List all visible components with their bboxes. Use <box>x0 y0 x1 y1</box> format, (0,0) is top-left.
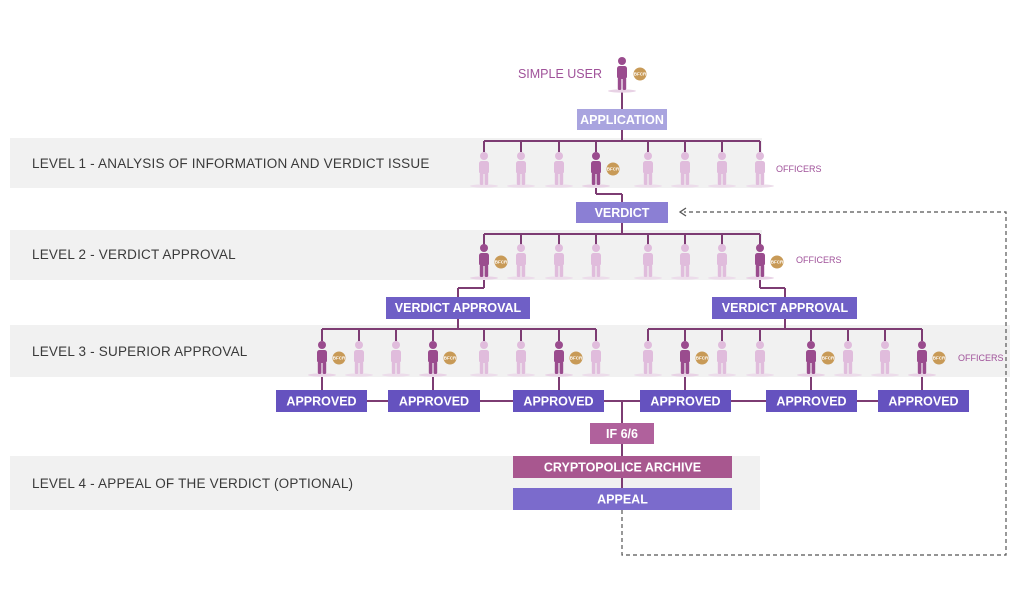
svg-text:BFCR: BFCR <box>570 356 583 361</box>
person-icon <box>507 244 535 280</box>
person-icon: BFCR <box>545 341 583 377</box>
person-icon: BFCR <box>419 341 457 377</box>
person-icon <box>507 341 535 377</box>
svg-text:BFCR: BFCR <box>333 356 346 361</box>
person-icon <box>708 152 736 188</box>
person-icon: BFCR <box>582 152 620 188</box>
connectors <box>321 92 923 489</box>
person-icon <box>345 341 373 377</box>
level1-label: LEVEL 1 - ANALYSIS OF INFORMATION AND VE… <box>32 156 430 171</box>
person-icon <box>708 244 736 280</box>
appeal-box: APPEAL <box>513 488 732 510</box>
officers-label-level2: OFFICERS <box>796 255 842 265</box>
approved-box-4: APPROVED <box>640 390 731 412</box>
application-label: APPLICATION <box>580 113 664 127</box>
level3-officers-left: BFCR BFCR BFCR <box>308 341 610 377</box>
svg-text:BFCR: BFCR <box>696 356 709 361</box>
officers-label-level3: OFFICERS <box>958 353 1004 363</box>
person-icon <box>671 244 699 280</box>
officers-label-level1: OFFICERS <box>776 164 822 174</box>
person-icon <box>871 341 899 377</box>
approved-label: APPROVED <box>650 395 720 409</box>
person-icon: BFCR <box>470 244 508 280</box>
person-icon <box>470 341 498 377</box>
simple-user-figure: BFCR <box>608 57 647 93</box>
cryptopolice-archive-box: CRYPTOPOLICE ARCHIVE <box>513 456 732 478</box>
person-icon: BFCR <box>797 341 835 377</box>
approved-label: APPROVED <box>286 395 356 409</box>
approved-box-1: APPROVED <box>276 390 367 412</box>
person-icon <box>671 152 699 188</box>
verdict-approval-left-box: VERDICT APPROVAL <box>386 297 530 319</box>
verdict-box: VERDICT <box>576 202 668 223</box>
appeal-feedback-line <box>621 211 1007 556</box>
person-icon <box>582 341 610 377</box>
svg-text:BFCR: BFCR <box>607 167 620 172</box>
level4-label: LEVEL 4 - APPEAL OF THE VERDICT (OPTIONA… <box>32 476 353 491</box>
person-icon <box>746 152 774 188</box>
level2-officers: BFCR BFCR <box>470 244 784 280</box>
person-icon: BFCR <box>746 244 784 280</box>
if-label: IF 6/6 <box>606 427 638 441</box>
approved-label: APPROVED <box>523 395 593 409</box>
person-icon <box>507 152 535 188</box>
person-icon <box>382 341 410 377</box>
person-icon <box>634 244 662 280</box>
person-icon: BFCR <box>908 341 946 377</box>
approved-box-3: APPROVED <box>513 390 604 412</box>
person-icon <box>746 341 774 377</box>
simple-user-label: SIMPLE USER <box>518 67 602 81</box>
approved-box-5: APPROVED <box>766 390 857 412</box>
person-icon <box>834 341 862 377</box>
approved-label: APPROVED <box>399 395 469 409</box>
archive-label: CRYPTOPOLICE ARCHIVE <box>544 461 701 475</box>
svg-text:BFCR: BFCR <box>444 356 457 361</box>
verdict-approval-right-label: VERDICT APPROVAL <box>722 301 849 315</box>
person-icon <box>708 341 736 377</box>
if-condition-box: IF 6/6 <box>590 423 654 444</box>
level3-label: LEVEL 3 - SUPERIOR APPROVAL <box>32 344 248 359</box>
person-icon <box>634 152 662 188</box>
application-box: APPLICATION <box>577 109 667 130</box>
verdict-label: VERDICT <box>595 206 650 220</box>
svg-text:BFCR: BFCR <box>933 356 946 361</box>
person-icon <box>470 152 498 188</box>
person-icon <box>545 244 573 280</box>
appeal-label: APPEAL <box>597 493 648 507</box>
svg-text:BFCR: BFCR <box>822 356 835 361</box>
level3-officers-right: BFCR BFCR BFCR <box>634 341 946 377</box>
level2-band <box>10 230 762 280</box>
level1-officers: BFCR <box>470 152 774 188</box>
appeal-feedback-arrow <box>678 207 687 217</box>
level3-band <box>10 325 1010 377</box>
approved-label: APPROVED <box>888 395 958 409</box>
verdict-approval-right-box: VERDICT APPROVAL <box>712 297 857 319</box>
svg-text:BFCR: BFCR <box>771 260 784 265</box>
approved-label: APPROVED <box>776 395 846 409</box>
approved-box-6: APPROVED <box>878 390 969 412</box>
level2-label: LEVEL 2 - VERDICT APPROVAL <box>32 247 236 262</box>
verdict-approval-left-label: VERDICT APPROVAL <box>395 301 522 315</box>
svg-text:BFCR: BFCR <box>634 72 647 77</box>
approved-box-2: APPROVED <box>388 390 480 412</box>
person-icon <box>582 244 610 280</box>
person-icon <box>545 152 573 188</box>
person-icon: BFCR <box>308 341 346 377</box>
person-icon <box>634 341 662 377</box>
level1-band <box>10 138 762 188</box>
svg-text:BFCR: BFCR <box>495 260 508 265</box>
person-icon: BFCR <box>671 341 709 377</box>
